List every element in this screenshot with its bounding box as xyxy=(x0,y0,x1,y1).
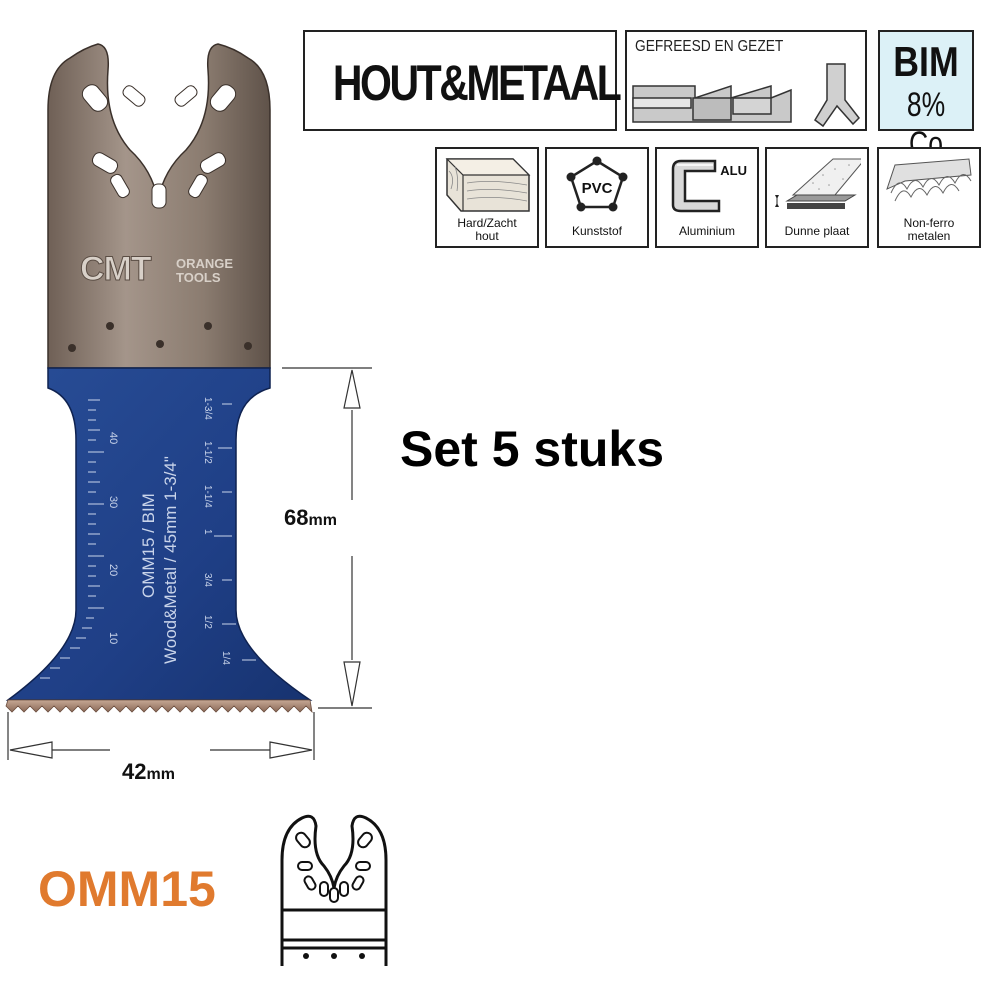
material-badge: HOUT&METAAL xyxy=(303,30,622,131)
blade-teeth xyxy=(5,699,313,714)
inch-tick-7: 1/4 xyxy=(220,651,231,665)
blade-brand-sub-1: ORANGE xyxy=(176,256,233,271)
width-dimension-label: 42mm xyxy=(122,759,175,784)
aluminium-icon-label: Aluminium xyxy=(678,224,735,238)
material-badge-text: HOUT&METAAL xyxy=(332,55,622,111)
metric-tick-20: 20 xyxy=(107,564,119,576)
product-code: OMM15 xyxy=(38,861,216,917)
inch-tick-6: 1/2 xyxy=(202,615,213,629)
metric-scale xyxy=(40,399,104,679)
blade-engraving-2: Wood&Metal / 45mm 1-3/4" xyxy=(161,456,180,664)
pvc-icon-box: PVC Kunststof xyxy=(545,147,649,248)
inch-tick-2: 1-1/2 xyxy=(202,441,213,464)
alloy-badge-line1: BIM xyxy=(893,38,959,85)
inch-tick-5: 3/4 xyxy=(202,573,213,587)
teeth-badge: GEFREESD EN GEZET xyxy=(625,30,867,131)
thin-sheet-icon-box: Dunne plaat xyxy=(765,147,869,248)
aluminium-icon-box: ALU Aluminium xyxy=(655,147,759,248)
inch-tick-4: 1 xyxy=(202,529,213,535)
pvc-icon-text: PVC xyxy=(581,180,613,197)
teeth-profile-icon xyxy=(632,63,860,128)
thin-sheet-icon xyxy=(775,158,861,209)
pvc-icon-label: Kunststof xyxy=(571,224,623,238)
metric-tick-40: 40 xyxy=(107,432,119,444)
non-ferrous-icon xyxy=(886,158,972,202)
aluminium-icon-text: ALU xyxy=(720,163,747,178)
blade-outline-thumbnail xyxy=(280,814,388,966)
pvc-icon xyxy=(566,156,628,212)
metric-tick-30: 30 xyxy=(107,496,119,508)
dimension-lines xyxy=(7,367,372,760)
blade-brand-sub-2: TOOLS xyxy=(176,270,221,285)
blade-brand: CMT xyxy=(80,250,152,288)
inch-scale xyxy=(214,403,256,661)
wood-icon xyxy=(445,158,531,212)
alloy-badge: BIM 8% Co xyxy=(878,30,974,163)
height-dimension-label: 68mm xyxy=(284,505,337,530)
teeth-badge-text: GEFREESD EN GEZET xyxy=(635,38,784,55)
aluminium-icon xyxy=(671,159,721,213)
inch-tick-3: 1-1/4 xyxy=(202,485,213,508)
inch-tick-1: 1-3/4 xyxy=(202,397,213,420)
blade-illustration: CMT ORANGE TOOLS 40 30 20 10 1-3/4 1-1/2 xyxy=(5,43,313,714)
metric-tick-10: 10 xyxy=(107,632,119,644)
blade-engraving-1: OMM15 / BIM xyxy=(139,493,158,598)
thin-sheet-icon-label: Dunne plaat xyxy=(784,224,850,238)
set-headline: Set 5 stuks xyxy=(400,421,665,477)
